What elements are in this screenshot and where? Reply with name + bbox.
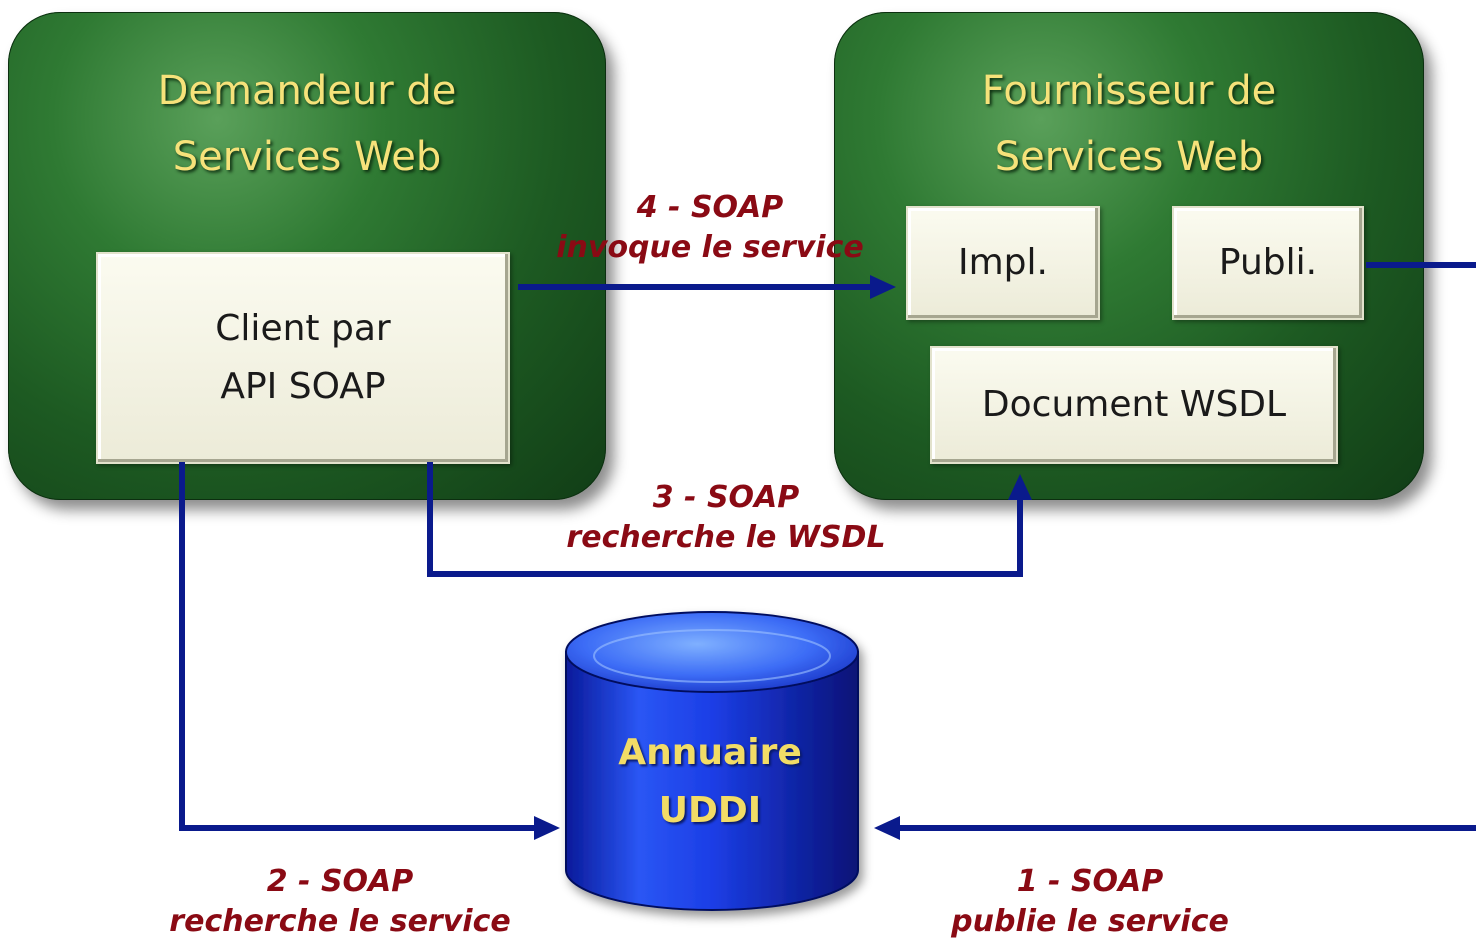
uddi-label-line1: Annuaire [618,732,802,773]
wsdl-label: Document WSDL [981,384,1287,425]
client-soap-box: Client par API SOAP [96,252,510,464]
publi-label: Publi. [1218,242,1318,283]
requester-title: Demandeur de Services Web [8,58,606,190]
arrowhead-search [534,816,560,840]
wsdl-document-box: Document WSDL [930,346,1338,464]
publi-box: Publi. [1172,206,1364,320]
requester-panel: Demandeur de Services Web Client par API… [8,12,606,500]
step-2-number: 2 - SOAP [266,864,414,899]
uddi-label: Annuaire UDDI [560,724,860,840]
step-4-action: invoque le service [556,230,864,265]
step-1-number: 1 - SOAP [1016,864,1164,899]
impl-box: Impl. [906,206,1100,320]
arrowhead-publish [874,816,900,840]
requester-title-line2: Services Web [172,134,442,180]
client-box-line1: Client par [215,308,391,349]
step-1-action: publie le service [951,904,1229,939]
requester-title-line1: Demandeur de [157,68,457,114]
step-4-label: 4 - SOAP invoque le service [540,188,880,268]
provider-title-line2: Services Web [994,134,1264,180]
uddi-label-line2: UDDI [658,790,762,831]
provider-title-line1: Fournisseur de [981,68,1277,114]
arrow-search-service [179,462,540,831]
provider-panel: Fournisseur de Services Web Impl. Publi.… [834,12,1424,500]
step-2-action: recherche le service [169,904,511,939]
step-3-number: 3 - SOAP [652,480,800,515]
provider-title: Fournisseur de Services Web [834,58,1424,190]
step-1-label: 1 - SOAP publie le service [920,862,1260,942]
step-2-label: 2 - SOAP recherche le service [140,862,540,942]
step-3-action: recherche le WSDL [566,520,886,555]
arrowhead-wsdl [1008,474,1032,500]
arrowhead-invoke [870,275,896,299]
step-3-label: 3 - SOAP recherche le WSDL [536,478,916,558]
client-box-line2: API SOAP [220,366,386,407]
impl-label: Impl. [958,242,1048,283]
uddi-database-icon [565,611,859,911]
step-4-number: 4 - SOAP [636,190,784,225]
arrow-fetch-wsdl [427,462,1023,577]
